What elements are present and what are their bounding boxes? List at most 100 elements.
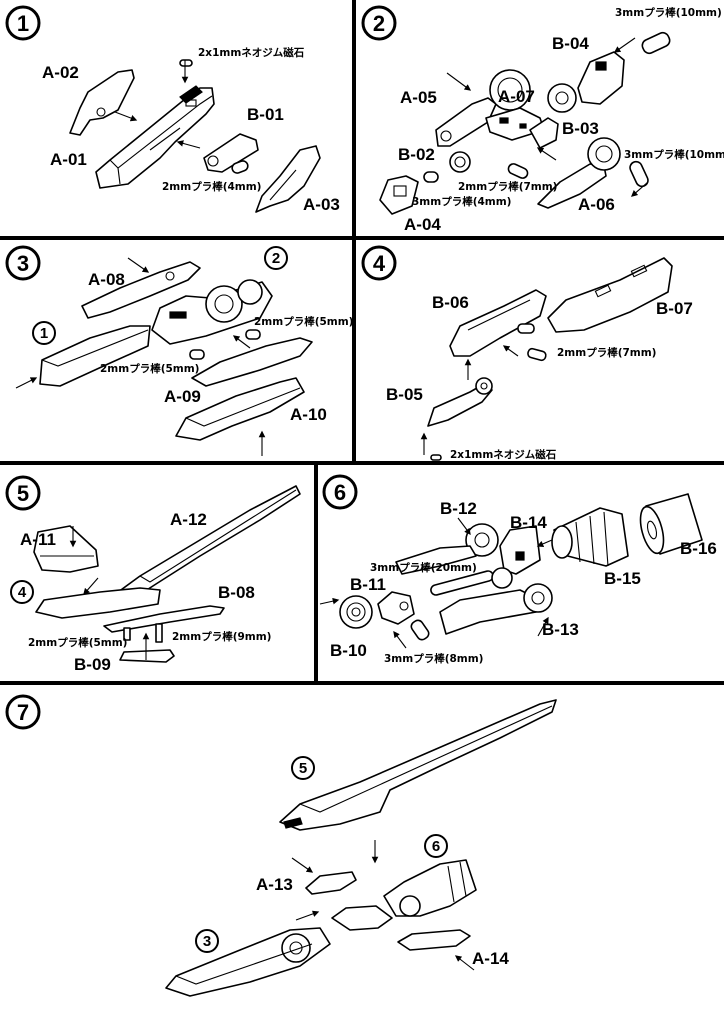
- arrow: [393, 630, 407, 649]
- plastic-rod-icon: [527, 347, 547, 362]
- plastic-rod-icon: [410, 619, 430, 641]
- material-note: 2mmプラ棒(7mm): [458, 180, 557, 193]
- arrow: [536, 147, 557, 161]
- arrow: [114, 111, 138, 122]
- part-wheel: [489, 69, 531, 111]
- reference-badge: [424, 834, 448, 858]
- arrow: [295, 910, 320, 921]
- part-b-08: [103, 605, 225, 633]
- plastic-rod-icon: [189, 349, 205, 360]
- step-6-panel: 6 B-12 B-14: [319, 474, 717, 665]
- part-b-12: [465, 523, 499, 557]
- part-label: A-04: [404, 215, 441, 234]
- part-label: B-11: [350, 575, 386, 594]
- material-note: 2x1mmネオジム磁石: [198, 46, 305, 59]
- plastic-rod-icon: [123, 627, 131, 641]
- part-a-11: [33, 525, 99, 573]
- arrow: [83, 577, 99, 595]
- arrow: [291, 857, 314, 873]
- step-number-badge: [361, 5, 397, 41]
- part-label: B-06: [432, 293, 469, 312]
- part-b-07: [547, 257, 673, 333]
- part-label: A-06: [578, 195, 615, 214]
- arrow: [613, 37, 636, 53]
- reference-number: 6: [432, 838, 440, 855]
- part-label: A-09: [164, 387, 201, 406]
- assembly-6: [383, 859, 477, 917]
- step-3-panel: 3 2 1 A-08 A-09 A-10 2mmプラ棒(5mm) 2mmプラ棒(…: [5, 245, 353, 456]
- arrow: [457, 517, 471, 536]
- arrow: [537, 616, 549, 637]
- part-label: B-08: [218, 583, 255, 602]
- part-label: A-08: [88, 270, 125, 289]
- part-label: A-12: [170, 510, 207, 529]
- part-label: A-01: [50, 150, 87, 169]
- step-number: 7: [17, 700, 29, 725]
- plastic-rod-icon: [629, 160, 649, 188]
- reference-badge: [195, 929, 219, 953]
- part-label: B-15: [604, 569, 641, 588]
- part-a-02: [69, 69, 135, 136]
- material-note: 3mmプラ棒(8mm): [384, 652, 483, 665]
- plastic-rod-icon: [231, 160, 249, 174]
- reference-badge: [32, 321, 56, 345]
- material-note: 2mmプラ棒(5mm): [28, 636, 127, 649]
- part-connector: [331, 905, 393, 931]
- part-b-10: [339, 595, 373, 629]
- arrow: [176, 140, 201, 149]
- part-label: B-13: [542, 620, 579, 639]
- step-number: 2: [373, 11, 385, 36]
- part-label: B-07: [656, 299, 693, 318]
- step-number: 6: [334, 480, 346, 505]
- part-a-09: [191, 337, 313, 387]
- step-2-panel: 2 B-04 A-05: [361, 5, 724, 234]
- assembly-1: [39, 325, 151, 387]
- part-a-01: [95, 87, 215, 189]
- part-label: A-02: [42, 63, 79, 82]
- part-label: B-04: [552, 34, 589, 53]
- reference-number: 4: [18, 584, 27, 601]
- part-a-08: [81, 261, 201, 319]
- part-label: A-07: [498, 87, 535, 106]
- arrow: [446, 72, 472, 91]
- step-number-badge: [361, 245, 397, 281]
- material-note: 2mmプラ棒(5mm): [100, 362, 199, 375]
- part-b-06: [449, 289, 547, 357]
- part-label: B-14: [510, 513, 547, 532]
- step-5-panel: 5 4 A-11 A-12 B-08 B-09 2mmプラ棒(5mm) 2mmプ…: [5, 475, 301, 674]
- material-note: 3mmプラ棒(10mm): [615, 6, 722, 19]
- assembly-4: [35, 587, 161, 619]
- arrow: [319, 597, 340, 605]
- part-label: B-02: [398, 145, 435, 164]
- magnet-icon: [430, 454, 442, 461]
- reference-number: 1: [40, 325, 48, 342]
- part-label: B-10: [330, 641, 367, 660]
- step-number: 1: [17, 11, 29, 36]
- step-number-badge: [322, 474, 358, 510]
- part-label: A-03: [303, 195, 340, 214]
- material-note: 2mmプラ棒(7mm): [557, 346, 656, 359]
- arrow: [15, 377, 38, 389]
- material-note: 2x1mmネオジム磁石: [450, 448, 557, 461]
- reference-number: 2: [272, 250, 280, 267]
- step-4-panel: 4 B-06 B-07 B-05 2mmプラ棒(7mm) 2x1mmネオジム磁石: [361, 245, 693, 461]
- step-number: 4: [373, 251, 386, 276]
- material-note: 2mmプラ棒(4mm): [162, 180, 261, 193]
- step-number-badge: [5, 475, 41, 511]
- part-label: A-05: [400, 88, 437, 107]
- part-b-14: [499, 525, 541, 575]
- arrow: [631, 181, 649, 197]
- plastic-rod-icon: [507, 163, 529, 179]
- material-note: 2mmプラ棒(9mm): [172, 630, 271, 643]
- part-label: B-03: [562, 119, 599, 138]
- assembly-5: [279, 699, 557, 831]
- reference-badge: [264, 246, 288, 270]
- arrow: [502, 345, 519, 357]
- part-a-04: [379, 175, 419, 215]
- step-number: 3: [17, 251, 29, 276]
- plastic-rod-icon: [517, 323, 535, 334]
- plastic-rod-icon: [641, 31, 671, 55]
- reference-number: 5: [299, 760, 307, 777]
- step-number-badge: [5, 245, 41, 281]
- step-1-panel: 1 A-02 A-01 B-01 A-03 2x1mmネオジム磁石 2mmプラ棒…: [5, 5, 340, 214]
